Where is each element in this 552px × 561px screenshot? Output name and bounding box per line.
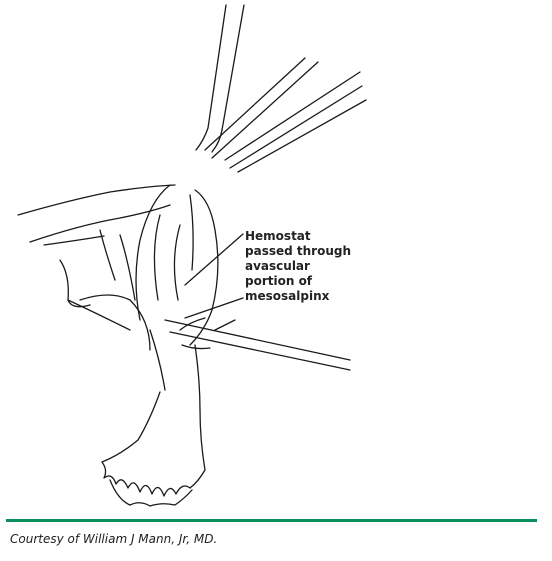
left-tissue xyxy=(17,184,176,351)
callout-line: Hemostat xyxy=(245,229,311,243)
image-credit: Courtesy of William J Mann, Jr, MD. xyxy=(10,532,218,546)
hemostat-shaft xyxy=(195,4,245,153)
hemostat-jaws xyxy=(164,317,351,371)
callout-line: mesosalpinx xyxy=(245,289,330,303)
surgical-illustration xyxy=(17,4,367,507)
divider-rule xyxy=(6,519,537,522)
callout-label: Hemostat passed through avascular portio… xyxy=(245,229,445,304)
callout-line: portion of xyxy=(245,274,313,288)
callout-leaders xyxy=(184,233,244,319)
fimbriae xyxy=(101,391,206,507)
callout-line: passed through xyxy=(245,244,351,258)
callout-line: avascular xyxy=(245,259,310,273)
instrument-rods xyxy=(204,57,367,173)
fallopian-tube xyxy=(135,184,219,411)
